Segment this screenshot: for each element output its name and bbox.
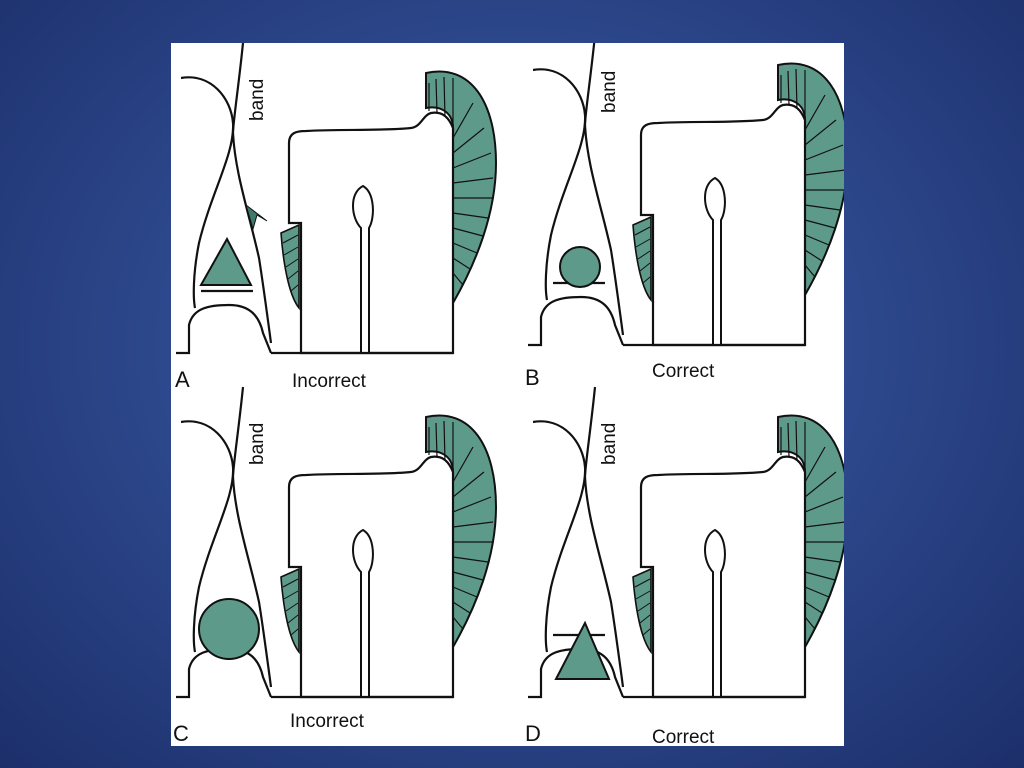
triangle-ligature xyxy=(554,620,611,680)
large-circle-ligature xyxy=(198,598,260,660)
panel-caption: Incorrect xyxy=(292,371,367,392)
panel-d: band D Correct xyxy=(525,385,844,746)
panel-c: band C Incorrect xyxy=(173,385,498,746)
small-circle-ligature xyxy=(559,246,601,288)
dental-band-figure: band A Incorrect band B Correct band C I… xyxy=(171,43,844,746)
panel-caption: Correct xyxy=(652,361,715,382)
band-label: band xyxy=(599,423,620,465)
panel-letter: B xyxy=(525,365,540,390)
panel-letter: A xyxy=(175,367,190,392)
panel-letter: D xyxy=(525,721,541,746)
band-label: band xyxy=(247,79,268,121)
panel-letter: C xyxy=(173,721,189,746)
figure-svg: band A Incorrect band B Correct band C I… xyxy=(173,43,844,746)
panel-caption: Correct xyxy=(652,727,715,746)
triangle-ligature xyxy=(199,236,253,286)
band-label: band xyxy=(599,71,620,113)
band-label: band xyxy=(247,423,268,465)
panel-a: band A Incorrect xyxy=(174,43,498,392)
panel-b: band B Correct xyxy=(525,43,844,390)
panel-caption: Incorrect xyxy=(290,711,365,732)
arrowhead-icon xyxy=(245,203,268,231)
